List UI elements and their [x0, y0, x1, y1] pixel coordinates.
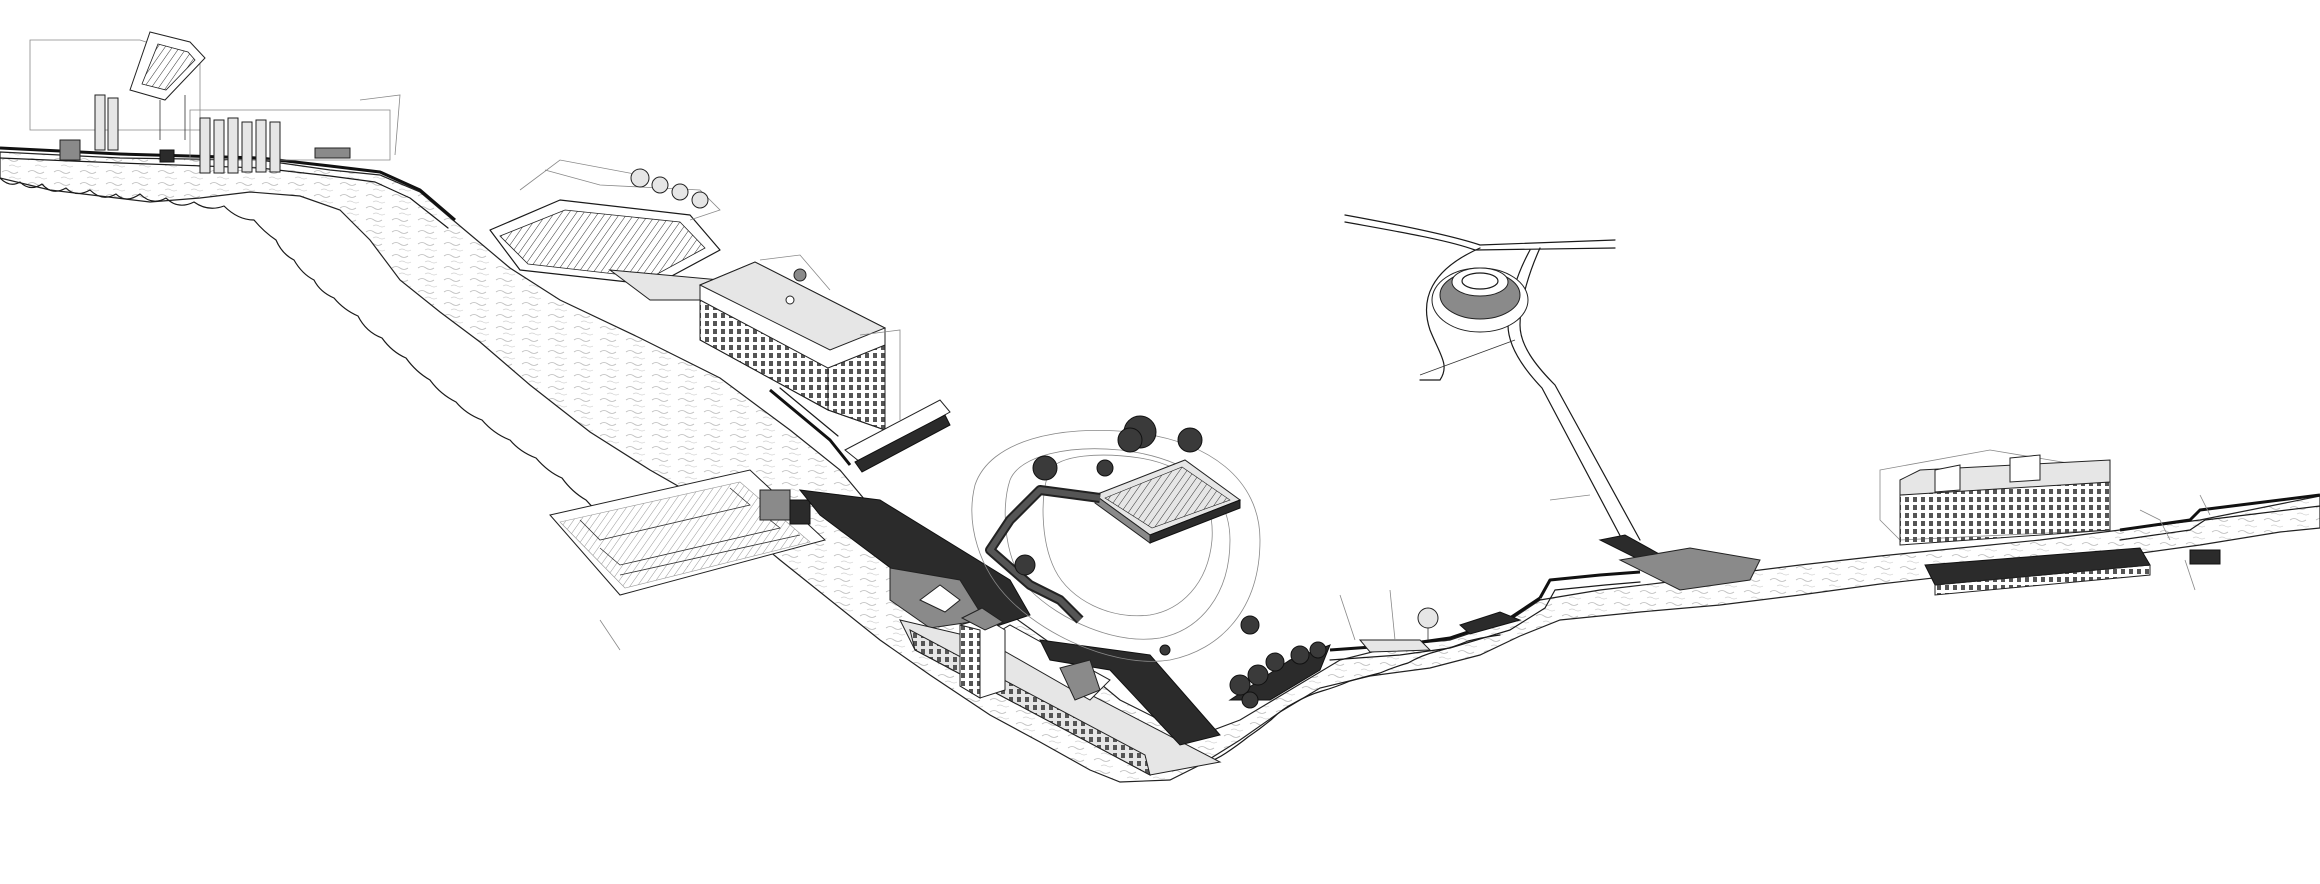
island-trees: [1014, 415, 1260, 656]
context-lines: [599, 494, 2196, 651]
colonnade-towers: [94, 94, 281, 174]
bank-grove: [1228, 641, 1331, 709]
east-quarter: [1879, 449, 2320, 596]
northeast-road-network: [1344, 214, 1761, 591]
embankment-kiosk: [159, 149, 175, 163]
roundabout-stadium: [1431, 267, 1529, 333]
west-road-bridge: [769, 387, 951, 473]
embankment-pavilion-1: [59, 139, 81, 161]
island-park: [971, 415, 1261, 662]
southeast-embankment: [1329, 570, 1641, 661]
upper-plan-building: [129, 31, 206, 140]
northwest-embankment: [0, 139, 456, 229]
market-hall-terraces: [489, 159, 761, 301]
northwest-building-cluster: [29, 31, 401, 174]
dock-pier-complex: [549, 469, 826, 596]
central-waterfront-plaza: [798, 489, 1222, 776]
waterfront-tower: [959, 607, 1006, 699]
riverside-hotel-block: [698, 254, 901, 431]
